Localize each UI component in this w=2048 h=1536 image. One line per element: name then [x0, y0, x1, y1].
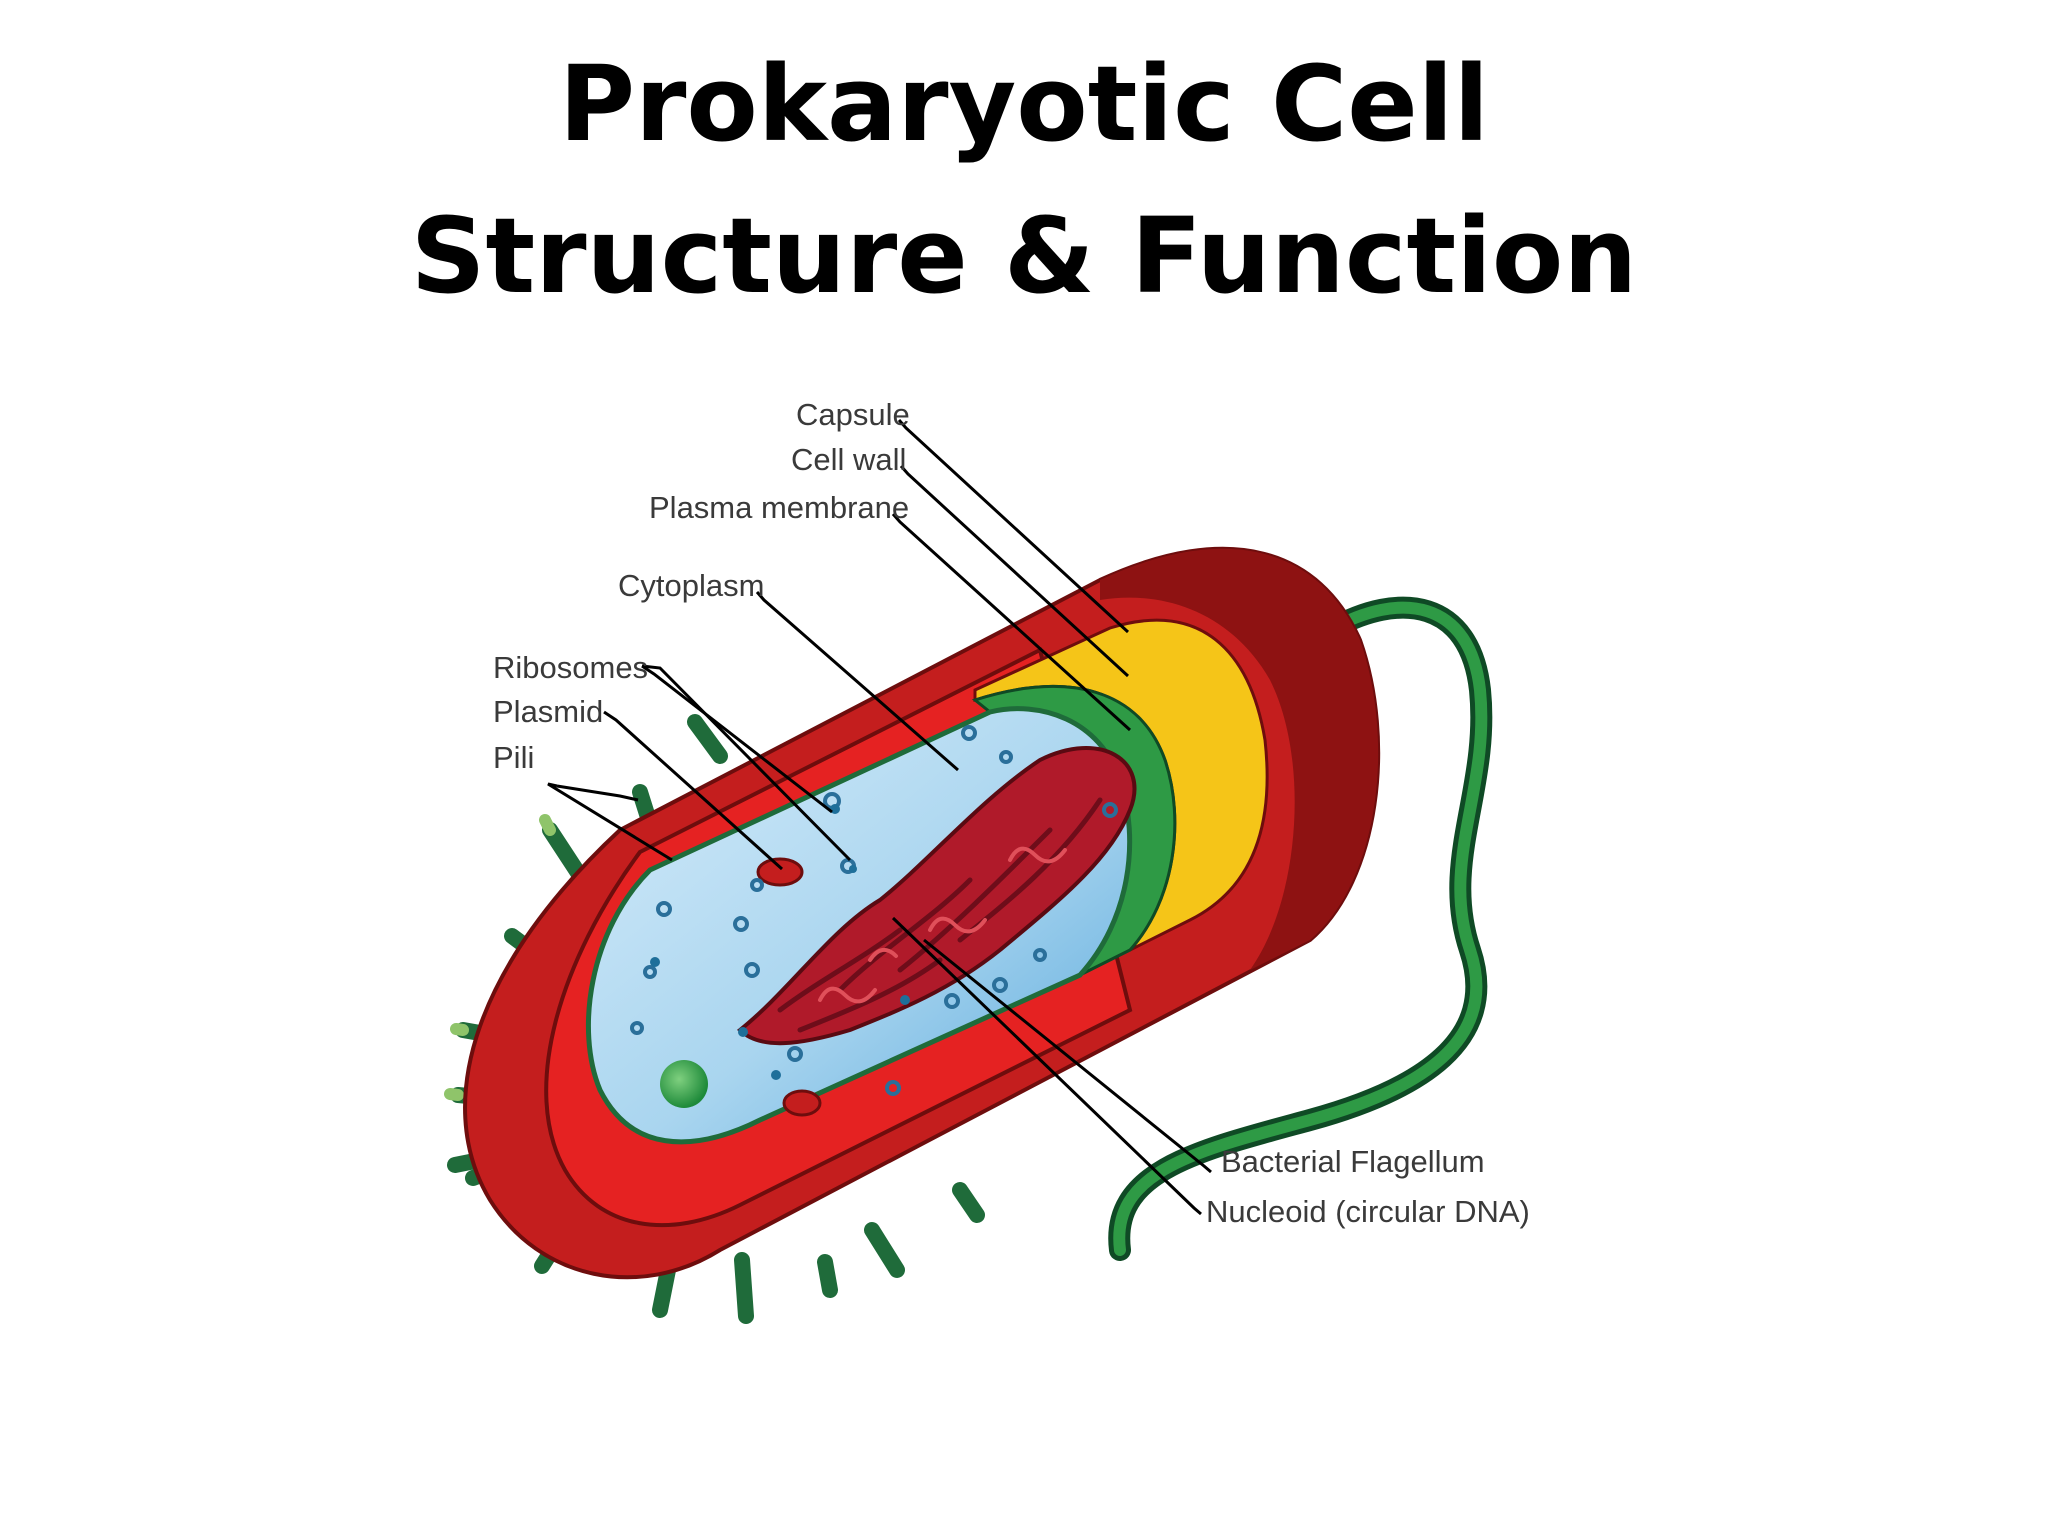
label-plasmid: Plasmid: [493, 694, 603, 729]
label-nucleoid: Nucleoid (circular DNA): [1206, 1194, 1530, 1229]
label-bacterial-flagellum: Bacterial Flagellum: [1221, 1144, 1485, 1179]
flagellum-highlight: [1113, 601, 1488, 1256]
label-plasma-membrane: Plasma membrane: [649, 490, 909, 525]
label-capsule: Capsule: [796, 397, 910, 432]
nucleoid: [737, 746, 1137, 1046]
label-cytoplasm: Cytoplasm: [618, 568, 764, 603]
plasmid: [756, 857, 804, 887]
label-pili: Pili: [493, 740, 534, 775]
label-ribosomes: Ribosomes: [493, 650, 648, 685]
ribosomes-filled: [650, 804, 910, 1080]
slide-title-line-2: Structure & Function: [410, 195, 1638, 317]
label-cell-wall: Cell wall: [791, 442, 906, 477]
pili-tips: [444, 814, 556, 1101]
storage-granule: [660, 1060, 708, 1108]
slide-title-line-1: Prokaryotic Cell: [558, 43, 1490, 165]
leader-lines: [547, 419, 1212, 1216]
plasmid: [782, 1089, 822, 1117]
capsule-end-shade: [1100, 548, 1379, 970]
